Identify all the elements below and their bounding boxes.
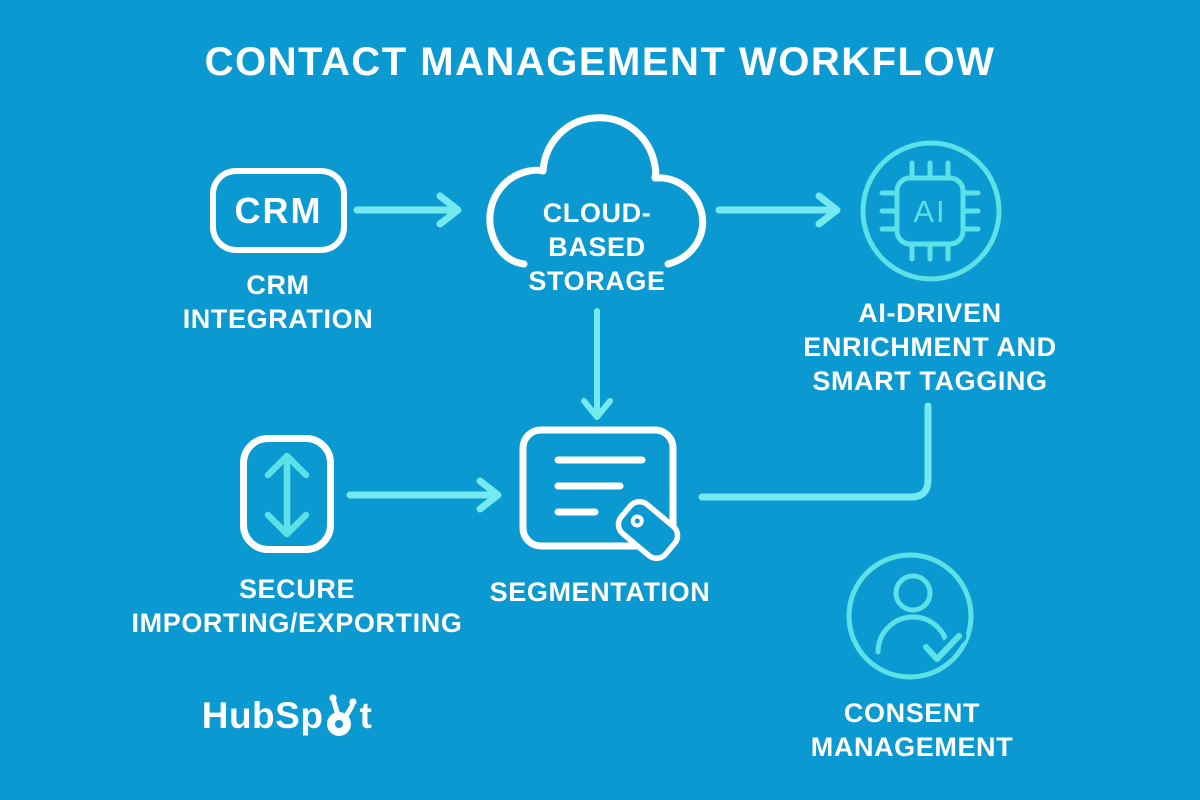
- ai-enrichment-label: AI-DRIVEN ENRICHMENT AND SMART TAGGING: [803, 298, 1057, 396]
- page-title: CONTACT MANAGEMENT WORKFLOW: [204, 40, 996, 84]
- crm-box-icon: CRM: [210, 168, 347, 253]
- document-outline: [519, 426, 677, 550]
- cloud-icon: [486, 114, 707, 268]
- hubspot-wordmark-left: HubSp: [201, 695, 324, 736]
- hubspot-logo: HubSp t: [197, 686, 377, 738]
- import-export-arrows-icon: [240, 435, 334, 553]
- crm-box-text: CRM: [234, 189, 323, 231]
- hubspot-wordmark-right: t: [359, 695, 373, 736]
- crm-integration-label: CRM INTEGRATION: [182, 270, 374, 334]
- secure-importing-label: SECURE IMPORTING/EXPORTING: [131, 574, 463, 638]
- tag-icon: [615, 498, 681, 562]
- hubspot-sprocket-icon: [327, 694, 358, 736]
- person-head: [893, 573, 933, 613]
- arrow-crm-to-cloud: [353, 192, 462, 228]
- document-lines: [554, 456, 646, 516]
- ai-chip-icon: AI: [860, 140, 1002, 282]
- ai-circle-outline: [860, 140, 1002, 282]
- up-down-arrow-icon: [264, 452, 310, 538]
- person-shoulders: [875, 614, 951, 655]
- arrow-cloud-to-ai: [715, 192, 841, 228]
- ai-chip-text: AI: [913, 194, 946, 229]
- arrow-secure-to-segmentation: [346, 477, 502, 513]
- ai-chip-pins: [879, 160, 981, 262]
- arrow-cloud-to-segmentation: [581, 308, 613, 420]
- line-ai-to-segmentation: [698, 402, 932, 501]
- segmentation-label: SEGMENTATION: [489, 577, 711, 607]
- cloud-storage-label: CLOUD- BASED STORAGE: [528, 198, 666, 296]
- person-check-icon: [846, 552, 974, 680]
- consent-management-label: CONSENT MANAGEMENT: [810, 698, 1014, 762]
- document-tag-icon: [519, 426, 681, 562]
- consent-circle-outline: [846, 552, 974, 680]
- checkmark: [923, 633, 962, 662]
